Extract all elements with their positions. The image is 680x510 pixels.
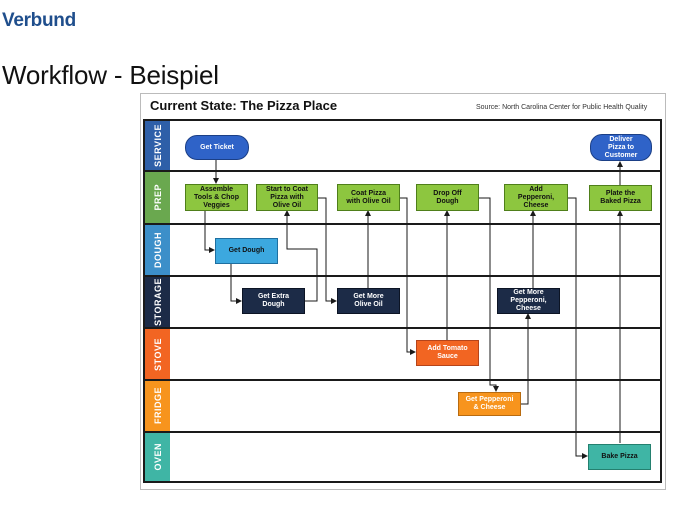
verbund-logo: Verbund [2,10,76,31]
swimlane-diagram: SERVICE PREP DOUGH STORAGE STOVE FRIDGE … [143,119,662,483]
node-get-pepperoni-cheese: Get Pepperoni& Cheese [458,392,521,416]
lane-service: SERVICE [145,121,660,172]
lane-label-prep: PREP [145,172,170,223]
lane-stove: STOVE [145,329,660,381]
node-get-dough: Get Dough [215,238,278,264]
node-bake-pizza: Bake Pizza [588,444,651,470]
lane-label-oven: OVEN [145,433,170,481]
lane-label-storage: STORAGE [145,277,170,327]
lane-oven: OVEN [145,433,660,481]
lane-label-fridge: FRIDGE [145,381,170,431]
node-get-ticket: Get Ticket [185,135,249,160]
lane-storage: STORAGE [145,277,660,329]
lane-fridge: FRIDGE [145,381,660,433]
diagram-source: Source: North Carolina Center for Public… [476,104,648,111]
slide-title: Workflow - Beispiel [2,60,219,90]
diagram-title: Current State: The Pizza Place [150,98,338,113]
lane-label-dough: DOUGH [145,225,170,275]
lane-label-service: SERVICE [145,121,170,170]
lane-label-stove: STOVE [145,329,170,379]
